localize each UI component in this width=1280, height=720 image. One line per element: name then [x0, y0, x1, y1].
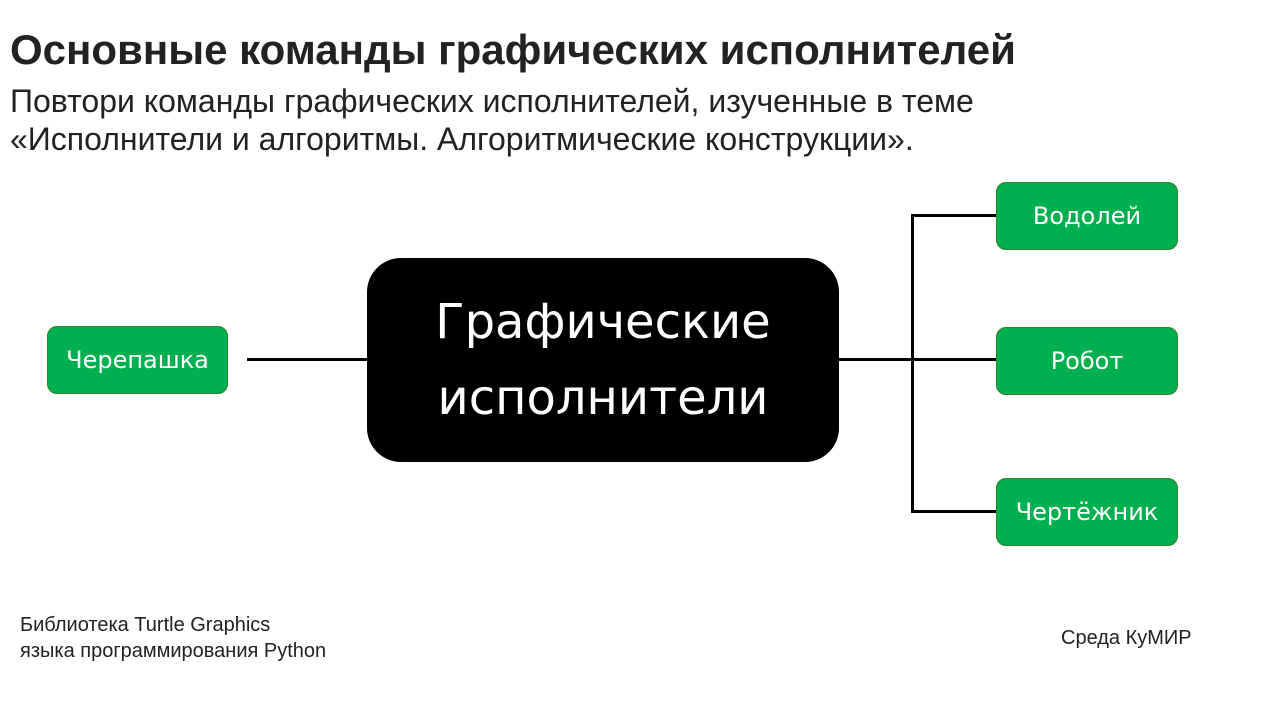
node-vodoley: Водолей — [996, 182, 1178, 250]
node-turtle: Черепашка — [47, 326, 228, 394]
note-left-line-1: Библиотека Turtle Graphics — [20, 614, 271, 636]
connector-left — [247, 358, 367, 361]
connector-top — [911, 214, 997, 217]
subtitle-line-2: «Исполнители и алгоритмы. Алгоритмически… — [10, 121, 914, 157]
center-node: Графические исполнители — [367, 258, 839, 462]
connector-right — [839, 358, 997, 361]
node-robot: Робот — [996, 327, 1178, 395]
node-chertezhnik: Чертёжник — [996, 478, 1178, 546]
subtitle-line-1: Повтори команды графических исполнителей… — [10, 83, 974, 119]
connector-bottom — [911, 510, 997, 513]
slide-title: Основные команды графических исполнителе… — [10, 26, 1016, 73]
connector-vertical — [911, 214, 914, 513]
center-line-2: исполнители — [437, 370, 769, 426]
slide-subtitle: Повтори команды графических исполнителей… — [10, 82, 974, 158]
center-line-1: Графические — [435, 294, 771, 350]
note-left-line-2: языка программирования Python — [20, 640, 327, 662]
note-left: Библиотека Turtle Graphics языка програм… — [20, 612, 326, 664]
note-right: Среда КуМИР — [1061, 627, 1192, 649]
